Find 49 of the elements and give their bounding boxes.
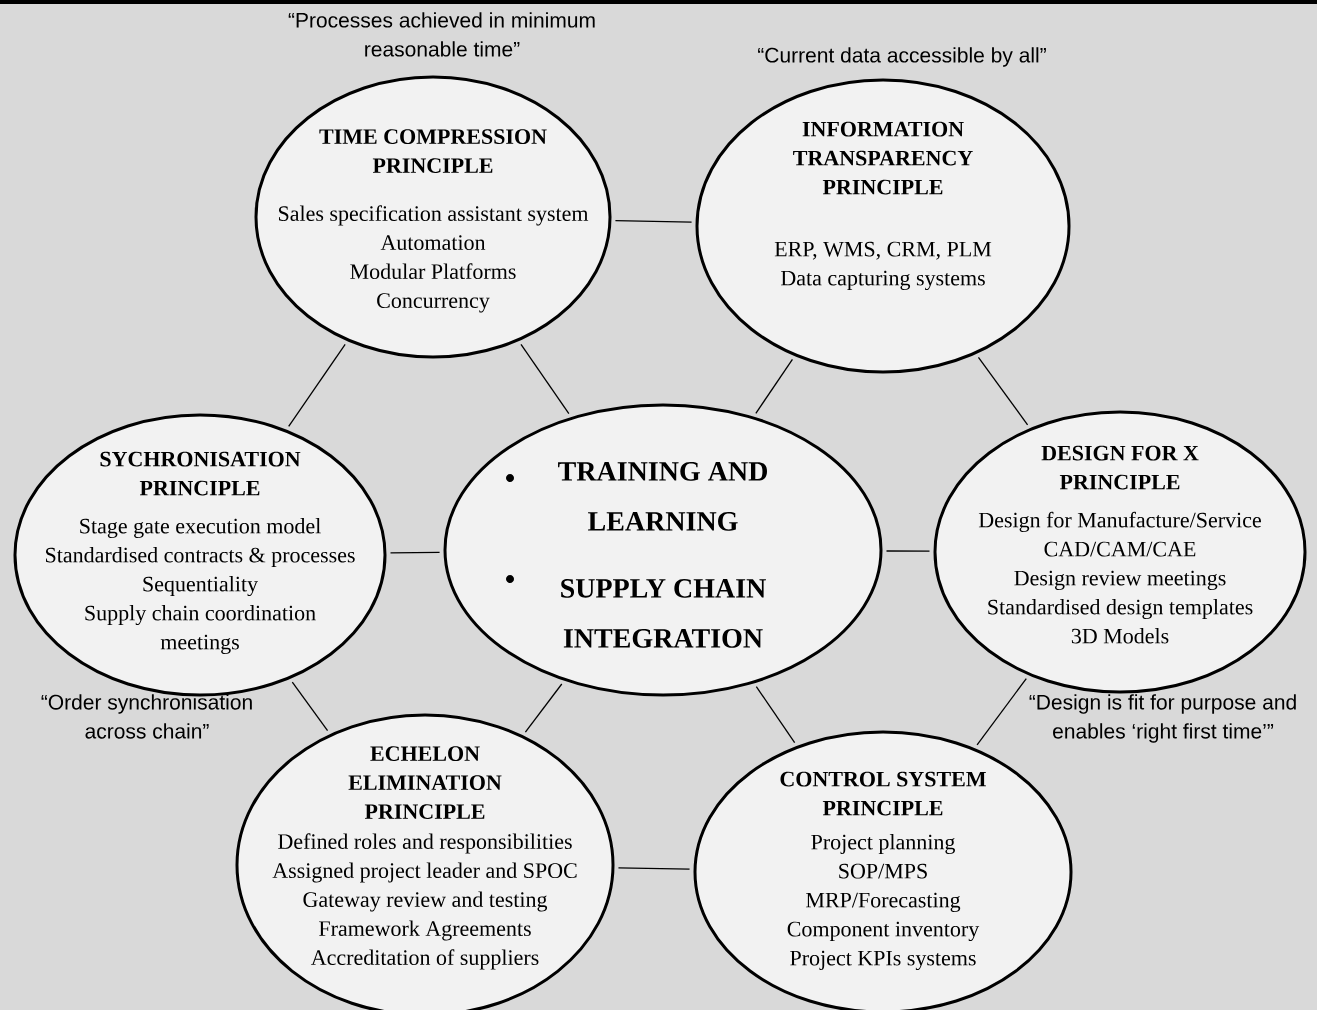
list-item: Project planning <box>811 834 955 855</box>
principle-heading: SYCHRONISATION PRINCIPLE <box>100 451 301 496</box>
principle-heading: INFORMATION TRANSPARENCY PRINCIPLE <box>793 121 973 195</box>
connector-line <box>617 867 691 870</box>
list-item: Framework Agreements <box>319 920 531 941</box>
connector-line <box>520 343 570 415</box>
principle-heading: TIME COMPRESSION PRINCIPLE <box>319 129 547 174</box>
list-item: Concurrency <box>377 293 490 313</box>
connector-line <box>977 356 1029 426</box>
quote-text: “Design is fit for purpose and enables ‘right first time’” <box>1029 694 1296 743</box>
list-item: Sequentiality <box>143 576 258 597</box>
connector-line <box>755 685 796 744</box>
connector-line <box>291 681 329 732</box>
list-item: Data capturing systems <box>781 270 985 291</box>
quote-text: “Processes achieved in minimum reasonable time” <box>288 12 595 57</box>
list-item: CAD/CAM/CAE <box>1044 541 1196 557</box>
list-item: Project KPIs systems <box>790 950 976 971</box>
list-item: Automation <box>380 235 486 251</box>
list-item: Design for Manufacture/Service <box>978 511 1261 533</box>
connector-line <box>524 683 563 733</box>
list-item: Component inventory <box>787 921 980 942</box>
list-item: 3D Models <box>1071 628 1169 644</box>
quote-text: “Current data accessible by all” <box>758 47 1046 67</box>
list-item: SOP/MPS <box>839 863 927 879</box>
list-item: Gateway review and testing <box>303 891 548 912</box>
connector-line <box>755 358 794 414</box>
connector-line <box>614 220 693 223</box>
list-item: Assigned project leader and SPOC <box>272 862 577 883</box>
list-item: Accreditation of suppliers <box>311 949 539 970</box>
list-item: Supply chain coordination meetings <box>85 605 316 655</box>
list-item: Stage gate execution model <box>80 518 321 539</box>
list-item: Standardised design templates <box>988 599 1253 620</box>
connector-line <box>389 551 441 554</box>
list-item: Defined roles and responsibilities <box>278 833 572 854</box>
list-item: Standardised contracts & processes <box>46 547 355 567</box>
principle-heading: ECHELON ELIMINATION PRINCIPLE <box>348 746 502 820</box>
connector-line <box>288 343 346 427</box>
list-item: Design review meetings <box>1014 570 1226 591</box>
connector-line <box>885 550 931 552</box>
list-item: Modular Platforms <box>350 263 516 280</box>
principle-heading: CONTROL SYSTEM PRINCIPLE <box>780 771 986 816</box>
list-item: ERP, WMS, CRM, PLM <box>774 241 992 260</box>
bullet-text: TRAINING AND LEARNING <box>558 461 767 531</box>
connector-line <box>976 677 1027 746</box>
bullet-text: SUPPLY CHAIN INTEGRATION <box>561 578 766 648</box>
principle-heading: DESIGN FOR X PRINCIPLE <box>1041 445 1199 490</box>
list-item: Sales specification assistant system <box>279 205 589 226</box>
list-item: MRP/Forecasting <box>806 892 961 913</box>
quote-text: “Order synchronisation across chain” <box>41 694 252 739</box>
